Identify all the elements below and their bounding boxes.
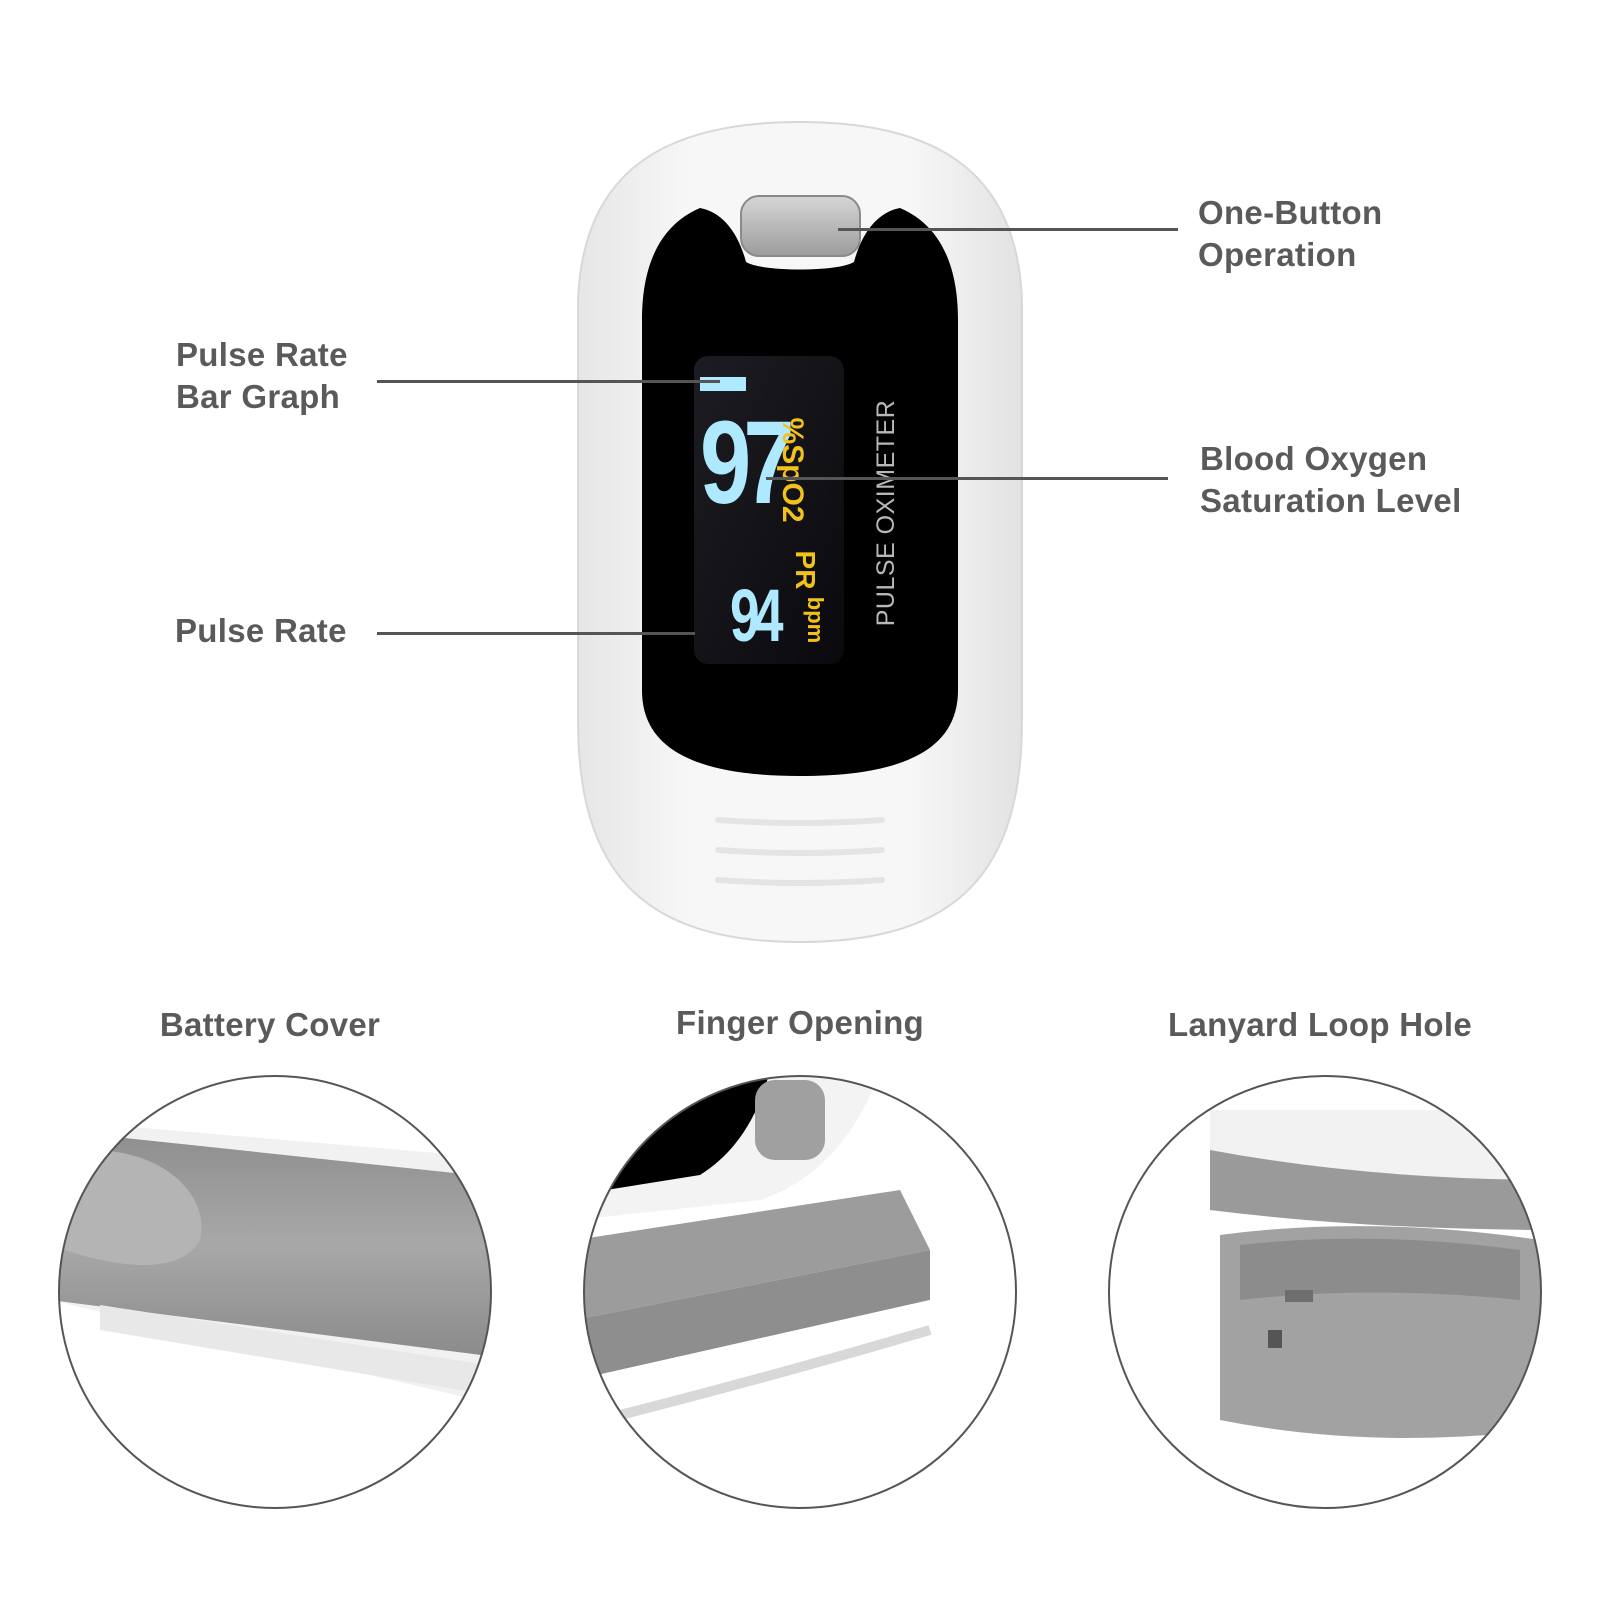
callout-one-button-line2: Operation	[1198, 236, 1357, 273]
grip-ridge	[715, 817, 885, 826]
finger-opening-button	[755, 1080, 825, 1160]
callout-pulse-rate-line1: Pulse Rate	[175, 612, 347, 649]
detail-label-battery-cover: Battery Cover	[159, 1006, 381, 1043]
power-button[interactable]	[740, 195, 861, 257]
oled-screen	[694, 356, 844, 664]
callout-pulse-rate: Pulse Rate	[175, 610, 347, 652]
callout-one-button: One-Button Operation	[1198, 192, 1382, 276]
pr-value: 94	[730, 574, 784, 657]
leader-spo2	[766, 477, 1168, 480]
callout-spo2: Blood Oxygen Saturation Level	[1200, 438, 1462, 522]
callout-bar-graph: Pulse Rate Bar Graph	[176, 334, 348, 418]
leader-pulse-rate	[377, 632, 695, 635]
grip-ridge	[715, 847, 885, 856]
detail-label-finger-opening: Finger Opening	[675, 1004, 925, 1041]
leader-one-button	[838, 228, 1178, 231]
callout-bar-graph-line1: Pulse Rate	[176, 336, 348, 373]
callout-bar-graph-line2: Bar Graph	[176, 378, 341, 415]
battery-cover-detail	[59, 1076, 491, 1508]
detail-label-lanyard-loop-hole: Lanyard Loop Hole	[1168, 1006, 1472, 1043]
callout-spo2-line2: Saturation Level	[1200, 482, 1462, 519]
callout-one-button-line1: One-Button	[1198, 194, 1383, 231]
lanyard-loop-detail	[1109, 1076, 1541, 1508]
lanyard-hole	[1268, 1330, 1282, 1348]
finger-opening-detail	[584, 1076, 1016, 1508]
leader-bar-graph	[377, 380, 720, 383]
callout-spo2-line1: Blood Oxygen	[1200, 440, 1428, 477]
grip-ridge	[715, 877, 885, 886]
